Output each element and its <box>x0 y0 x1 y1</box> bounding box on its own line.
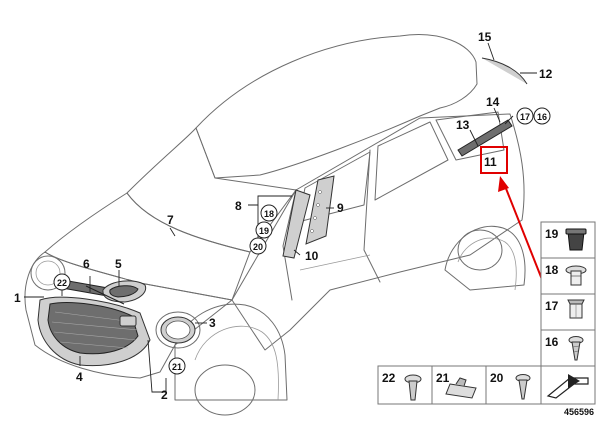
fastener-table-bottom: 22 21 20 <box>377 365 596 405</box>
screw-16-icon <box>568 336 584 361</box>
car-body <box>24 34 526 416</box>
label-11: 11 <box>484 155 497 169</box>
doc-number: 456596 <box>564 407 594 417</box>
label-2: 2 <box>161 388 168 402</box>
table-label-16: 16 <box>545 335 559 349</box>
label-5: 5 <box>115 257 122 271</box>
parts <box>37 57 528 367</box>
table-label-17: 17 <box>545 299 559 313</box>
label-8: 8 <box>235 199 242 213</box>
label-12: 12 <box>539 67 553 81</box>
clip-18-icon <box>565 265 587 286</box>
circle-22: 22 <box>57 278 67 288</box>
b-pillar-trim <box>305 175 335 245</box>
label-7: 7 <box>167 213 174 227</box>
roof-strip <box>481 57 528 85</box>
circle-16: 16 <box>537 112 547 122</box>
page-arrow-icon <box>546 374 589 399</box>
table-label-18: 18 <box>545 263 559 277</box>
label-6: 6 <box>83 257 90 271</box>
bracket-21-icon <box>445 377 477 399</box>
label-10: 10 <box>305 249 319 263</box>
table-label-19: 19 <box>545 227 559 241</box>
nut-clip-17-icon <box>567 299 585 319</box>
label-4: 4 <box>76 370 83 384</box>
screw-20-icon <box>515 374 531 400</box>
plug-19-icon <box>565 228 587 251</box>
table-label-21: 21 <box>436 371 450 385</box>
fastener-table-side: 19 18 17 16 <box>540 221 596 367</box>
table-label-20: 20 <box>490 371 504 385</box>
circle-21: 21 <box>172 362 182 372</box>
part-labels: 1 2 3 4 5 6 7 8 9 10 11 12 13 14 15 <box>14 30 553 402</box>
circle-18: 18 <box>264 209 274 219</box>
highlight-pointer <box>480 146 544 283</box>
label-1: 1 <box>14 291 21 305</box>
bolt-22-icon <box>404 374 422 401</box>
highlight-box <box>480 146 508 174</box>
label-14: 14 <box>486 95 500 109</box>
label-13: 13 <box>456 118 470 132</box>
label-9: 9 <box>337 201 344 215</box>
label-3: 3 <box>209 316 216 330</box>
circle-17: 17 <box>520 112 530 122</box>
circle-20: 20 <box>253 242 263 252</box>
a-pillar-trim <box>282 189 311 259</box>
rear-side-trim <box>457 119 513 157</box>
circle-19: 19 <box>259 226 269 236</box>
table-label-22: 22 <box>382 371 396 385</box>
label-15: 15 <box>478 30 492 44</box>
circled-labels: 18 19 20 21 22 17 16 <box>53 107 551 375</box>
